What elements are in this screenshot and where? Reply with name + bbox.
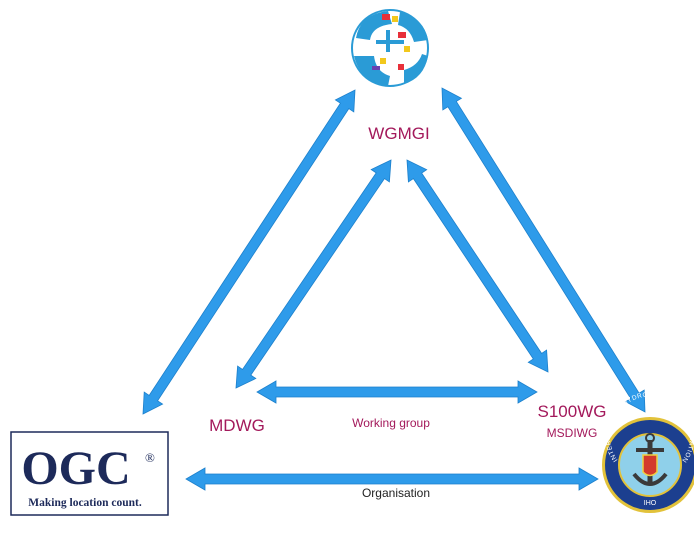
wgmgi-logo (351, 9, 429, 87)
wgmgi-label: WGMGI (368, 124, 429, 143)
arrow-wgmgi-s100wg (406, 159, 549, 373)
ogc-tagline: Making location count. (28, 497, 142, 509)
ogc-logo: OGC ® Making location count. (10, 431, 169, 516)
arrow-mdwg-s100wg (256, 380, 538, 404)
organisation-label: Organisation (362, 486, 430, 500)
globe-grid-icon (351, 9, 429, 87)
iho-emblem: INTERNATIONAL HYDROGRAPHIC ORGANIZATION … (602, 391, 694, 513)
arrow-ogc-iho (185, 467, 599, 491)
arrows-group (142, 87, 646, 491)
iho-abbr: IHO (644, 500, 657, 507)
arrow-ogc-wgmgi (142, 89, 356, 415)
arrow-wgmgi-iho (441, 87, 646, 413)
mdwg-label: MDWG (209, 416, 265, 435)
ogc-registered-mark: ® (145, 450, 155, 465)
ogc-logo-text: OGC (21, 442, 130, 495)
msdiwg-label: MSDIWG (547, 426, 598, 440)
anchor-icon (632, 433, 668, 486)
s100wg-label: S100WG (538, 402, 607, 421)
working-group-label: Working group (352, 416, 430, 430)
arrow-mdwg-wgmgi (235, 159, 392, 389)
